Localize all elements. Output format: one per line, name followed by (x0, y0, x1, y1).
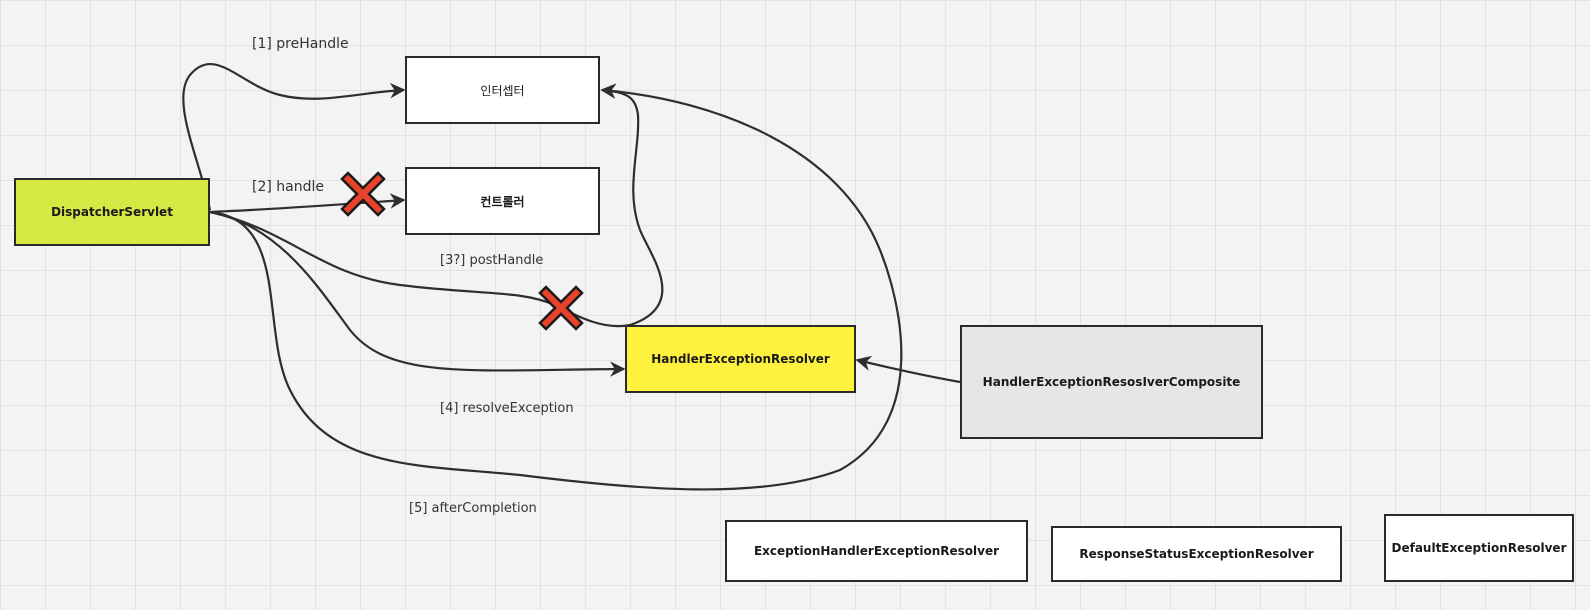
prehandle-label: [1] preHandle (252, 36, 349, 52)
dispatcher-servlet-node[interactable]: DispatcherServlet (14, 178, 210, 246)
edge-resolveexception (209, 210, 626, 377)
posthandle-label: [3?] postHandle (440, 253, 544, 268)
dispatcher-servlet-label: DispatcherServlet (51, 205, 173, 219)
handler-exception-resolver-node[interactable]: HandlerExceptionResolver (625, 325, 856, 393)
exception-handler-resolver-node[interactable]: ExceptionHandlerExceptionResolver (725, 520, 1028, 582)
edge-aftercompletion (209, 83, 903, 491)
exception-handler-resolver-label: ExceptionHandlerExceptionResolver (753, 544, 1000, 558)
edge-composite-to-resolver (855, 355, 961, 384)
composite-label: HandlerExceptionResosIverComposite (982, 375, 1241, 389)
red-x-icon (340, 171, 386, 217)
controller-node[interactable]: 컨트롤러 (405, 167, 600, 235)
handler-exception-resolver-label: HandlerExceptionResolver (651, 352, 830, 366)
response-status-resolver-node[interactable]: ResponseStatusExceptionResolver (1051, 526, 1342, 582)
aftercompletion-label: [5] afterCompletion (409, 501, 537, 516)
edge-prehandle (182, 62, 406, 211)
resolveexception-label: [4] resolveException (440, 401, 574, 416)
default-resolver-label: DefaultExceptionResolver (1391, 541, 1567, 555)
interceptor-label: 인터셉터 (480, 83, 525, 98)
response-status-resolver-label: ResponseStatusExceptionResolver (1079, 547, 1314, 561)
handle-label: [2] handle (252, 179, 324, 195)
interceptor-node[interactable]: 인터셉터 (405, 56, 600, 124)
controller-label: 컨트롤러 (480, 194, 525, 209)
composite-node[interactable]: HandlerExceptionResosIverComposite (960, 325, 1263, 439)
red-x-icon (538, 285, 584, 331)
default-resolver-node[interactable]: DefaultExceptionResolver (1384, 514, 1574, 582)
edge-posthandle (209, 83, 664, 328)
